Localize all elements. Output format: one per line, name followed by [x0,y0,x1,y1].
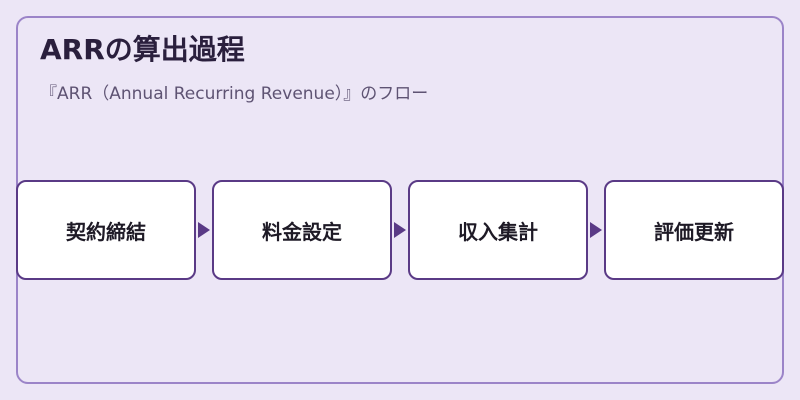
diagram-subtitle: 『ARR（Annual Recurring Revenue）』のフロー [40,84,429,104]
arrow-right-icon-3 [590,222,602,238]
step-label-1: 契約締結 [66,219,146,244]
step-label-2: 料金設定 [262,219,342,244]
diagram-title: ARRの算出過程 [40,33,245,66]
step-box-1: 契約締結 [16,180,196,280]
arrow-right-icon-2 [394,222,406,238]
step-label-4: 評価更新 [654,219,734,244]
step-box-4: 評価更新 [604,180,784,280]
step-label-3: 収入集計 [458,219,538,244]
step-box-3: 収入集計 [408,180,588,280]
arrow-right-icon-1 [198,222,210,238]
step-box-2: 料金設定 [212,180,392,280]
